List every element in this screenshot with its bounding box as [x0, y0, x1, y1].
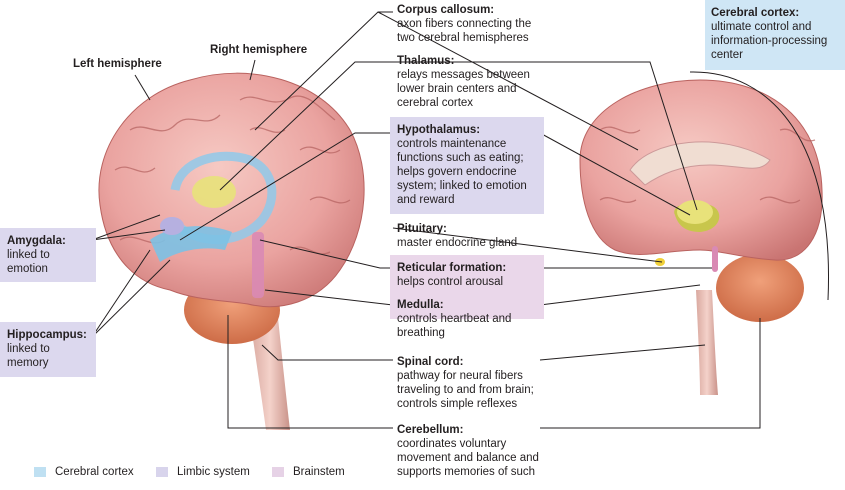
cerebral-cortex-label: Cerebral cortex: ultimate control and in… [705, 0, 845, 70]
corpus-callosum-label: Corpus callosum: axon fibers connecting … [397, 3, 547, 45]
legend-label-cortex: Cerebral cortex [55, 466, 134, 478]
legend-swatch-brainstem [272, 467, 284, 477]
right-hemisphere-label: Right hemisphere [210, 44, 308, 56]
spinal-cord-label: Spinal cord: pathway for neural fibers t… [397, 355, 547, 411]
reticular-right [712, 246, 718, 272]
hippocampus-label: Hippocampus: linked to memory [0, 322, 96, 377]
right-brain-illustration [579, 79, 823, 395]
legend-cerebral-cortex: Cerebral cortex [34, 466, 134, 478]
thalamus-right [677, 200, 713, 224]
legend-swatch-cortex [34, 467, 46, 477]
hypothalamus-desc: controls maintenance functions such as e… [397, 138, 527, 206]
amygdala-label: Amygdala: linked to emotion [0, 228, 96, 282]
hypothalamus-title: Hypothalamus: [397, 124, 481, 136]
pituitary-label: Pituitary: master endocrine gland [397, 222, 547, 250]
left-hemisphere-label: Left hemisphere [73, 58, 162, 70]
pituitary-desc: master endocrine gland [397, 237, 518, 249]
corpus-callosum-right [629, 141, 771, 186]
reticular-formation-desc: helps control arousal [397, 276, 504, 288]
thalamus-title: Thalamus: [397, 55, 455, 67]
cerebellum-desc: coordinates voluntary movement and balan… [397, 438, 539, 478]
spinal-cord-desc: pathway for neural fibers traveling to a… [397, 370, 534, 410]
hippocampus-desc: linked to memory [7, 343, 50, 369]
cerebral-cortex-title: Cerebral cortex: [711, 7, 800, 19]
thalamus-left [192, 176, 236, 208]
hippocampus-left [150, 226, 232, 262]
corpus-callosum-title: Corpus callosum: [397, 4, 495, 16]
cerebral-cortex-desc: ultimate control and information-process… [711, 21, 828, 61]
pituitary-title: Pituitary: [397, 223, 447, 235]
thalamus-label: Thalamus: relays messages between lower … [397, 54, 547, 110]
cerebellum-title: Cerebellum: [397, 424, 464, 436]
medulla-label: Medulla: controls heartbeat and breathin… [397, 298, 537, 340]
reticular-left [252, 232, 264, 298]
amygdala-desc: linked to emotion [7, 249, 50, 275]
medulla-desc: controls heartbeat and breathing [397, 313, 512, 339]
legend-label-limbic: Limbic system [177, 466, 250, 478]
legend-limbic-system: Limbic system [156, 466, 250, 478]
spinal-cord-left [250, 318, 290, 430]
spinal-cord-right [696, 290, 718, 395]
left-brain-illustration [98, 72, 365, 430]
leader-lines [91, 11, 761, 429]
spinal-cord-title: Spinal cord: [397, 356, 464, 368]
legend-label-brainstem: Brainstem [293, 466, 345, 478]
amygdala-left [160, 217, 184, 235]
legend-swatch-limbic [156, 467, 168, 477]
corpus-callosum-desc: axon fibers connecting the two cerebral … [397, 18, 532, 44]
thalamus-desc: relays messages between lower brain cent… [397, 69, 530, 109]
cerebrum-right [579, 79, 823, 261]
reticular-formation-title: Reticular formation: [397, 262, 507, 274]
cortex-arc [689, 71, 830, 301]
reticular-formation-label: Reticular formation: helps control arous… [390, 255, 544, 319]
hypothalamus-label: Hypothalamus: controls maintenance funct… [390, 117, 544, 214]
legend-brainstem: Brainstem [272, 466, 345, 478]
amygdala-title: Amygdala: [7, 235, 66, 247]
cerebellum-right [716, 254, 804, 322]
cerebellum-label: Cerebellum: coordinates voluntary moveme… [397, 423, 547, 479]
hippocampus-title: Hippocampus: [7, 329, 87, 341]
medulla-title: Medulla: [397, 299, 444, 311]
